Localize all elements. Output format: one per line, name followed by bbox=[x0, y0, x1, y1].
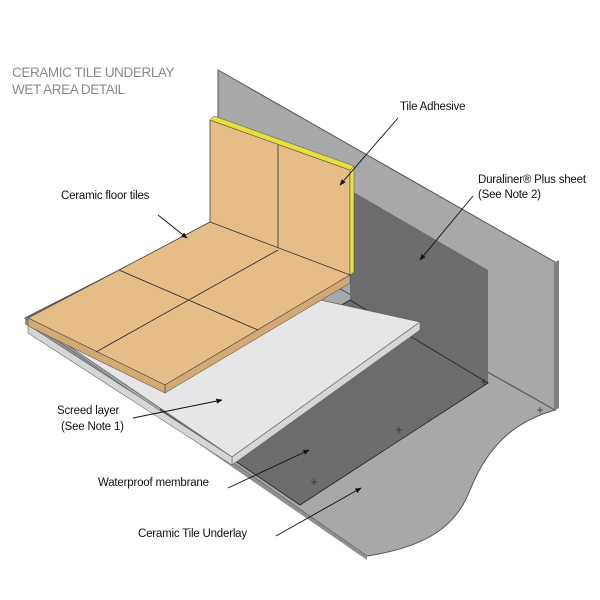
screed-left-front bbox=[27, 324, 233, 466]
floor-tiles-edge bbox=[27, 274, 351, 394]
label-screed-line1: Screed layer bbox=[57, 405, 120, 417]
label-ceramic-tile-underlay: Ceramic Tile Underlay bbox=[138, 528, 247, 540]
membrane-wall bbox=[350, 190, 488, 383]
diagram-title: CERAMIC TILE UNDERLAY WET AREA DETAIL bbox=[12, 64, 175, 98]
label-screed-line2: (See Note 1) bbox=[61, 421, 124, 433]
label-tile-adhesive: Tile Adhesive bbox=[400, 101, 466, 113]
title-line-1: CERAMIC TILE UNDERLAY bbox=[12, 65, 175, 80]
label-waterproof-membrane: Waterproof membrane bbox=[98, 477, 209, 489]
title-line-2: WET AREA DETAIL bbox=[12, 82, 125, 97]
label-duraliner-line1: Duraliner® Plus sheet bbox=[478, 174, 586, 186]
label-duraliner-line2: (See Note 2) bbox=[478, 189, 541, 201]
fastener-marks bbox=[311, 379, 543, 485]
tile-adhesive-strip bbox=[209, 115, 355, 276]
wall-board-edge bbox=[555, 260, 559, 410]
label-ceramic-floor-tiles: Ceramic floor tiles bbox=[61, 190, 150, 202]
